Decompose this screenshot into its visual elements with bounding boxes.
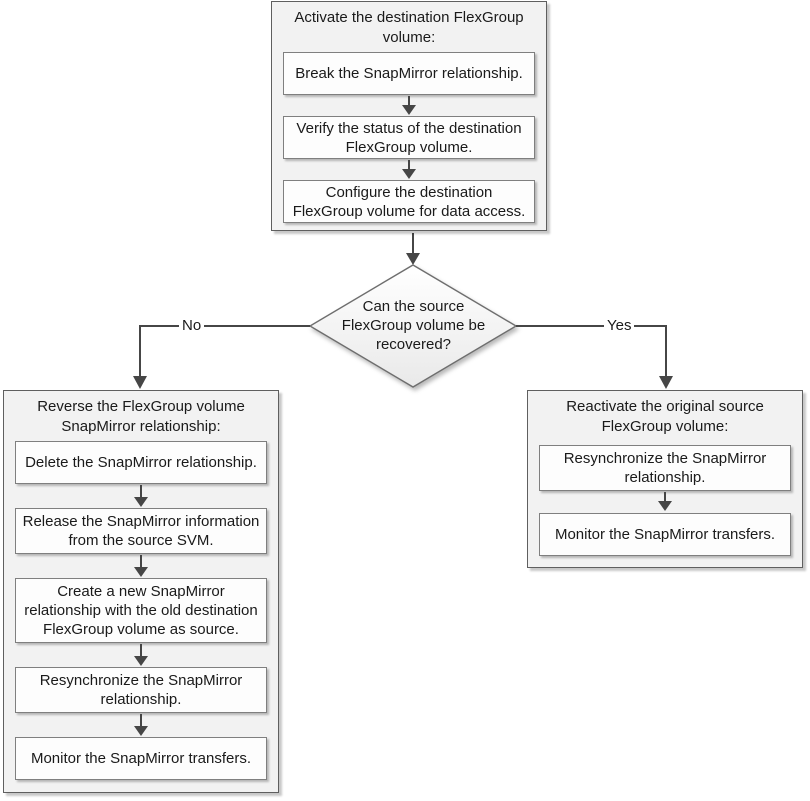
down-arrow-icon [283,159,535,180]
group-title: Reactivate the original source FlexGroup… [566,398,764,435]
process-step: Break the SnapMirror relationship. [283,52,535,95]
no-branch-label: No [179,317,205,334]
group-title: Reverse the FlexGroup volume SnapMirror … [37,398,245,435]
reactivate-source-group: Reactivate the original source FlexGroup… [527,390,803,568]
decision-diamond [308,264,518,388]
down-arrow-icon [15,713,267,737]
down-arrow-icon [15,643,267,667]
down-arrow-icon [15,484,267,508]
process-step: Release the SnapMirror information from … [15,508,267,554]
group-title: Activate the destination FlexGroup volum… [294,9,524,46]
no-branch-line [139,325,310,377]
process-step: Monitor the SnapMirror transfers. [15,737,267,780]
yes-branch-label: Yes [604,317,635,334]
process-step: Resynchronize the SnapMirror relationshi… [539,445,791,491]
process-step: Create a new SnapMirror relationship wit… [15,578,267,643]
arrowhead-icon [659,376,673,389]
reverse-relationship-group: Reverse the FlexGroup volume SnapMirror … [3,390,279,793]
process-step: Monitor the SnapMirror transfers. [539,513,791,556]
down-arrow-icon [539,491,791,513]
yes-branch-line [516,325,667,377]
process-step: Configure the destination FlexGroup volu… [283,180,535,223]
activate-destination-group: Activate the destination FlexGroup volum… [271,1,547,231]
arrowhead-icon [133,376,147,389]
arrowhead-icon [406,253,420,265]
process-step: Resynchronize the SnapMirror relationshi… [15,667,267,713]
down-arrow-icon [15,554,267,578]
process-step: Delete the SnapMirror relationship. [15,441,267,484]
decision-question: Can the source FlexGroup volume be recov… [341,298,486,353]
down-arrow-icon [283,95,535,116]
process-step: Verify the status of the destination Fle… [283,116,535,159]
